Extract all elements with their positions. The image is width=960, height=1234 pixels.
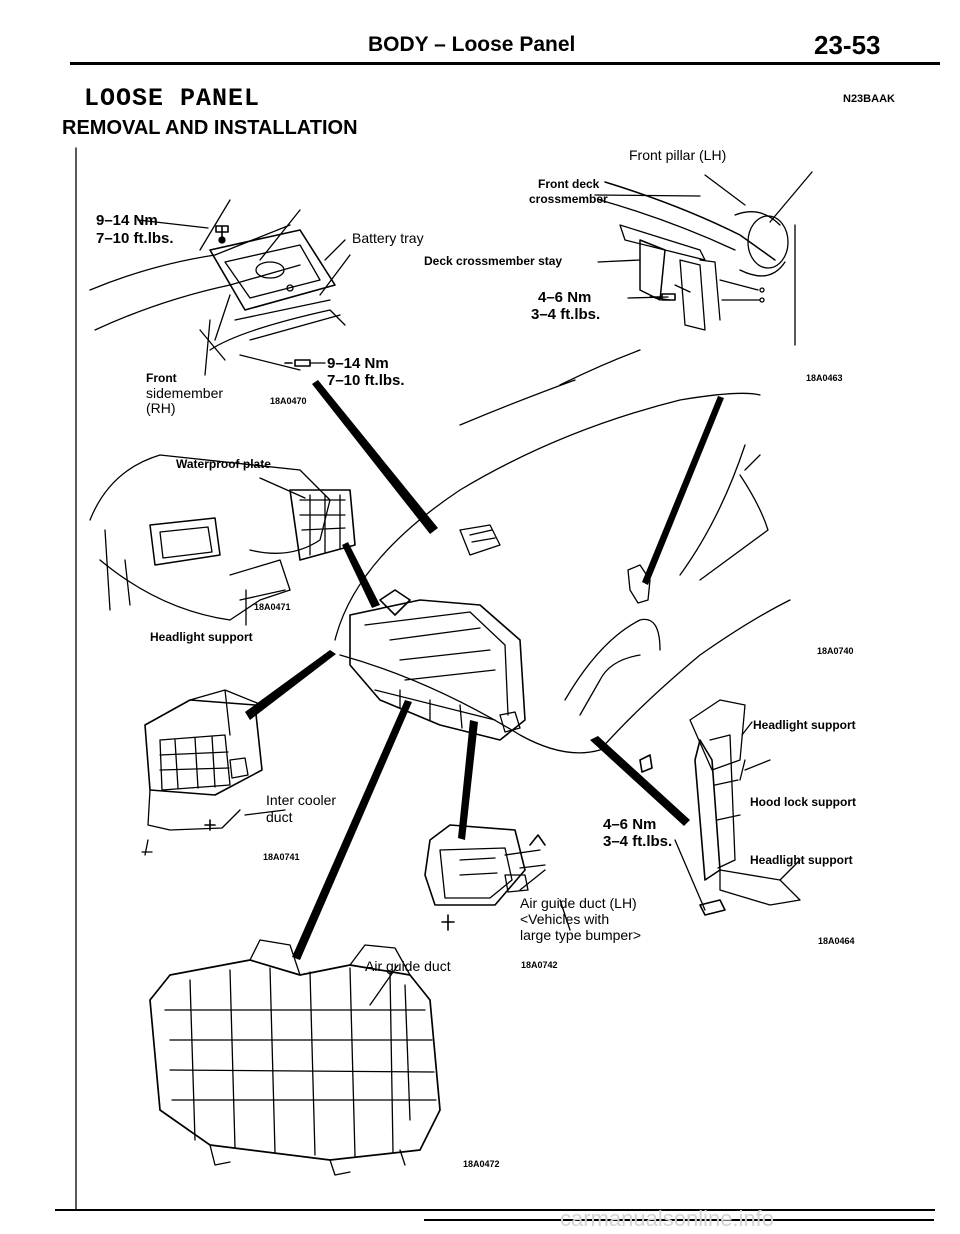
inter-cooler-duct-drawing xyxy=(141,689,286,856)
figure-code-0740: 18A0740 xyxy=(817,646,854,656)
deck-torque-ftlbs: 3–4 ft.lbs. xyxy=(531,306,600,323)
watermark-text: carmanualsonline.info xyxy=(560,1206,775,1231)
leader-arrows xyxy=(245,380,724,960)
battery-torque-ftlbs: 7–10 ft.lbs. xyxy=(96,230,174,247)
figure-code-0742: 18A0742 xyxy=(521,960,558,970)
page-header: BODY – Loose Panel 23-53 xyxy=(0,0,960,65)
front-pillar-label: Front pillar (LH) xyxy=(629,147,726,163)
large-type-bumper-label: large type bumper> xyxy=(520,927,641,943)
battery-bolt-torque-ftlbs: 7–10 ft.lbs. xyxy=(327,372,405,389)
inter-cooler-label-2: duct xyxy=(266,809,293,825)
footer-rule xyxy=(55,1209,935,1211)
diagram-labels: Front pillar (LH) Front deck crossmember… xyxy=(96,147,856,1169)
deck-crossmember-drawing xyxy=(594,171,813,346)
hood-torque-ftlbs: 3–4 ft.lbs. xyxy=(603,833,672,850)
air-guide-duct-drawing xyxy=(149,939,441,1176)
section-subtitle: REMOVAL AND INSTALLATION xyxy=(62,117,358,139)
front-sidemember-label-1: Front xyxy=(146,371,177,385)
figure-code-0470: 18A0470 xyxy=(270,396,307,406)
figure-code-0464: 18A0464 xyxy=(818,936,855,946)
air-guide-duct-lh-label: Air guide duct (LH) xyxy=(520,895,637,911)
hood-lock-support-label: Hood lock support xyxy=(750,795,856,809)
vehicles-with-label: <Vehicles with xyxy=(520,911,609,927)
footer-rule-secondary xyxy=(424,1219,934,1221)
front-sidemember-label-2: sidemember xyxy=(146,385,223,401)
battery-bolt-torque-nm: 9–14 Nm xyxy=(327,355,389,372)
front-deck-label-1: Front deck xyxy=(538,177,600,191)
battery-torque-nm: 9–14 Nm xyxy=(96,212,158,229)
section-title: LOOSE PANEL xyxy=(84,84,261,113)
front-deck-label-2: crossmember xyxy=(529,192,608,206)
battery-tray-label: Battery tray xyxy=(352,230,424,246)
hood-torque-nm: 4–6 Nm xyxy=(603,816,656,833)
car-body-outline xyxy=(334,349,791,754)
headlight-support-drawing xyxy=(89,454,356,626)
front-sidemember-label-3: (RH) xyxy=(146,400,176,416)
waterproof-plate-label: Waterproof plate xyxy=(176,457,271,471)
battery-tray-drawing xyxy=(89,199,351,376)
inter-cooler-label-1: Inter cooler xyxy=(266,792,336,808)
deck-torque-nm: 4–6 Nm xyxy=(538,289,591,306)
header-title: BODY – Loose Panel xyxy=(368,33,576,56)
figure-code-0741: 18A0741 xyxy=(263,852,300,862)
headlight-support-label-right-top: Headlight support xyxy=(753,718,856,732)
header-rule xyxy=(70,62,940,65)
radiator-support-drawing xyxy=(349,524,651,741)
hood-lock-support-drawing xyxy=(639,699,801,916)
headlight-support-label-right-bottom: Headlight support xyxy=(750,853,853,867)
deck-crossmember-stay-label: Deck crossmember stay xyxy=(424,254,562,268)
figure-code-0472: 18A0472 xyxy=(463,1159,500,1169)
section-code: N23BAAK xyxy=(843,93,895,105)
page-number: 23-53 xyxy=(814,30,881,60)
figure-code-0463: 18A0463 xyxy=(806,373,843,383)
figure-code-0471: 18A0471 xyxy=(254,602,291,612)
headlight-support-label-left: Headlight support xyxy=(150,630,253,644)
air-guide-duct-label: Air guide duct xyxy=(365,958,451,974)
